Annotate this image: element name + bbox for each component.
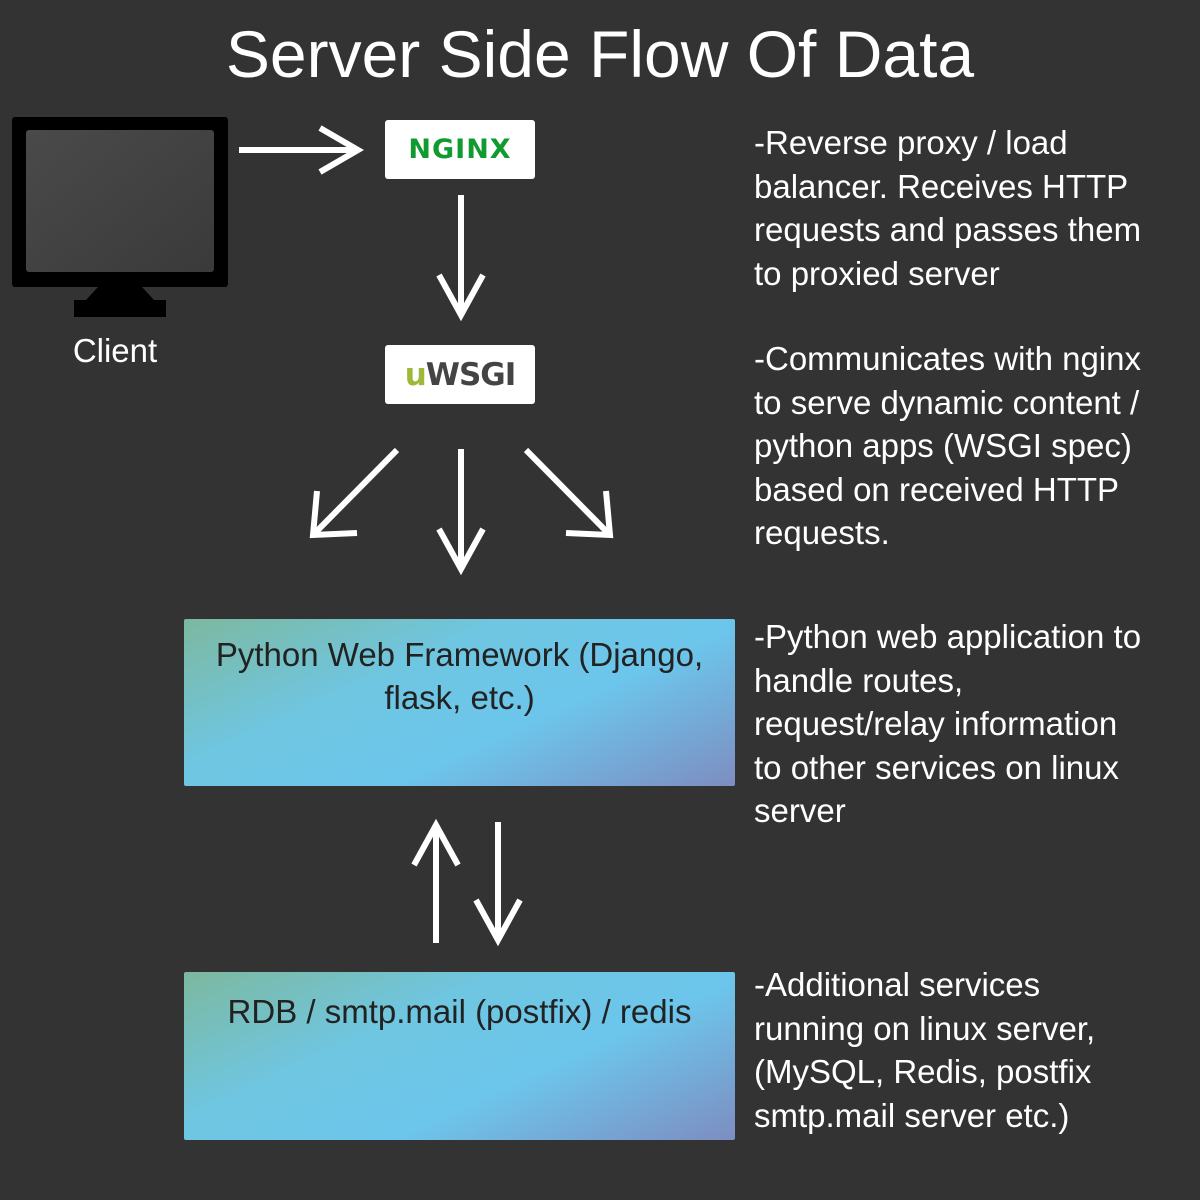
- framework-description: -Python web application to handle routes…: [754, 615, 1194, 833]
- framework-label-line1: Python Web Framework (Django,: [215, 636, 704, 673]
- uwsgi-description-line: to serve dynamic content /: [754, 383, 1140, 421]
- arrow-client-to-nginx: [239, 125, 364, 175]
- nginx-description: -Reverse proxy / load balancer. Receives…: [754, 121, 1194, 295]
- arrow-uwsgi-down-right: [523, 447, 614, 539]
- uwsgi-logo-main: WSGI: [425, 356, 516, 393]
- arrow-uwsgi-down-left: [309, 447, 400, 539]
- framework-description-line: -Python web application to: [754, 618, 1142, 655]
- framework-box: Python Web Framework (Django, flask, etc…: [184, 619, 735, 786]
- diagram-title: Server Side Flow Of Data: [225, 17, 975, 91]
- services-box: RDB / smtp.mail (postfix) / redis: [184, 972, 735, 1140]
- services-description-line: -Additional services: [754, 966, 1041, 1003]
- framework-description-line: server: [754, 792, 846, 829]
- nginx-description-line: to proxied server: [754, 254, 1000, 292]
- framework-description-line: to other services on linux: [754, 748, 1120, 786]
- framework-description-line: handle routes,: [754, 661, 964, 699]
- nginx-logo-text: NGINX: [408, 134, 512, 165]
- nginx-description-line: balancer. Receives HTTP: [754, 167, 1129, 205]
- uwsgi-logo-text: uWSGI: [404, 356, 517, 393]
- services-description-line: smtp.mail server etc.): [754, 1096, 1070, 1134]
- uwsgi-description-line: -Communicates with nginx: [754, 340, 1141, 377]
- uwsgi-description-line: based on received HTTP: [754, 470, 1120, 508]
- services-label: RDB / smtp.mail (postfix) / redis: [227, 993, 692, 1030]
- uwsgi-description-line: requests.: [754, 514, 890, 551]
- arrow-services-up: [411, 818, 461, 943]
- uwsgi-description-line: python apps (WSGI spec): [754, 427, 1132, 464]
- uwsgi-logo-prefix: u: [404, 356, 427, 393]
- client-label: Client: [72, 332, 158, 369]
- nginx-logo: NGINX: [385, 120, 535, 179]
- nginx-description-line: requests and passes them: [754, 211, 1142, 248]
- uwsgi-logo: uWSGI: [385, 345, 535, 404]
- monitor-icon: [12, 117, 228, 317]
- services-description: -Additional services running on linux se…: [754, 963, 1194, 1137]
- arrow-uwsgi-down: [436, 449, 486, 576]
- arrow-nginx-to-uwsgi: [436, 195, 486, 322]
- arrow-framework-down: [473, 822, 523, 947]
- services-description-line: (MySQL, Redis, postfix: [754, 1053, 1092, 1090]
- nginx-description-line: -Reverse proxy / load: [754, 124, 1068, 161]
- framework-label-line2: flask, etc.): [384, 679, 535, 716]
- services-description-line: running on linux server,: [754, 1009, 1096, 1047]
- framework-description-line: request/relay information: [754, 705, 1118, 742]
- uwsgi-description: -Communicates with nginx to serve dynami…: [754, 337, 1194, 555]
